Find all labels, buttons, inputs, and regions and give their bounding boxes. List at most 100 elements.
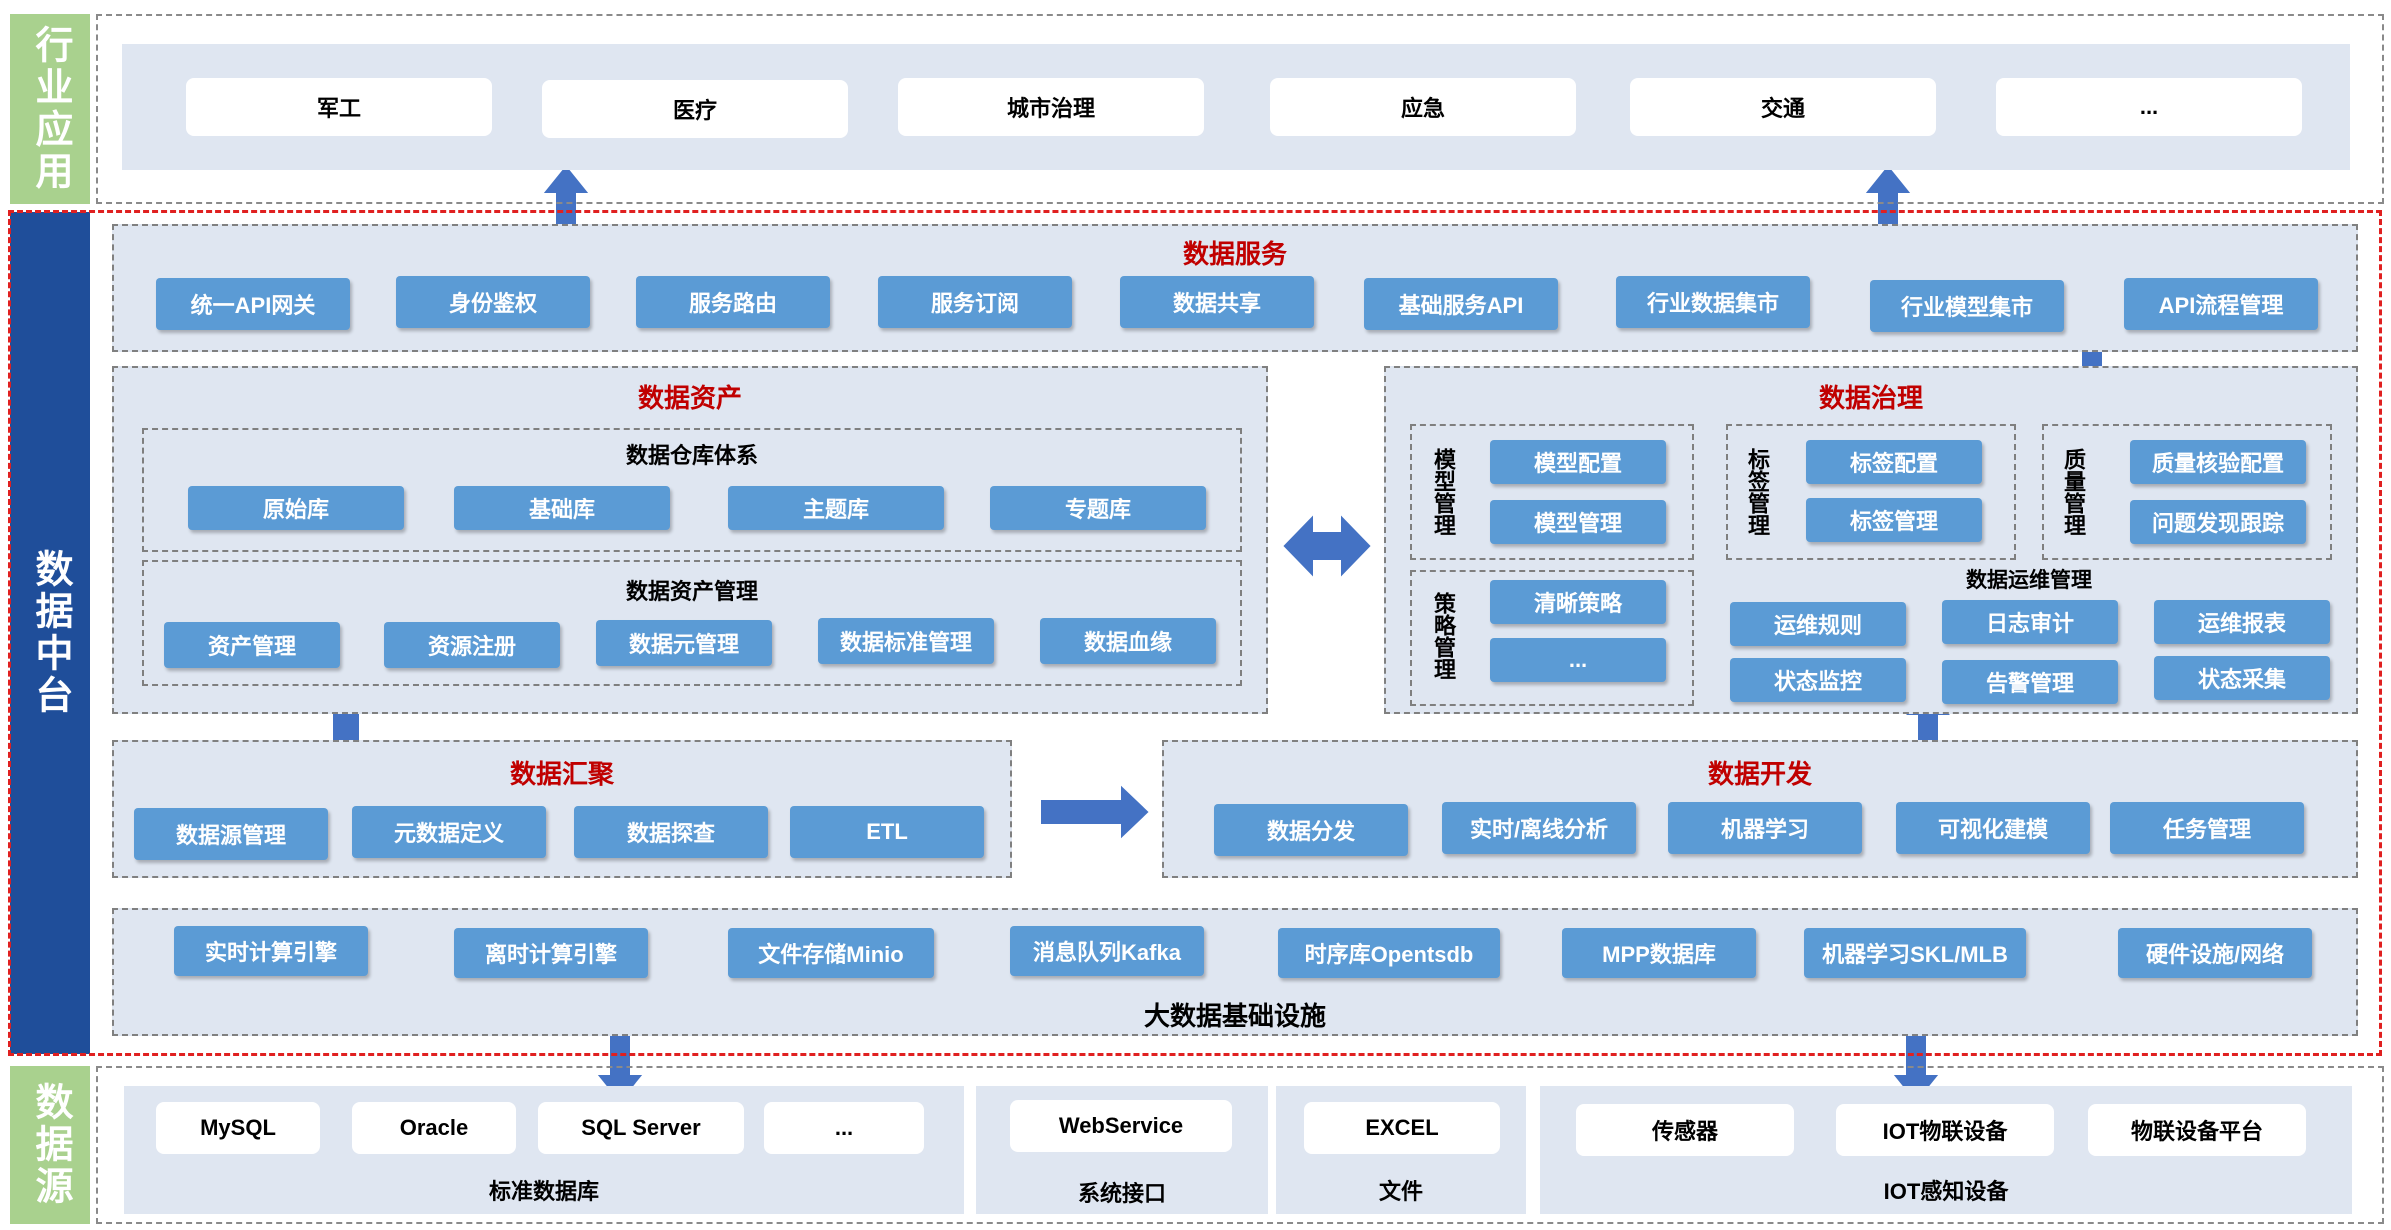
- source-db-item: MySQL: [156, 1102, 320, 1154]
- ops-item: 状态监控: [1730, 658, 1906, 702]
- infra-item: 文件存储Minio: [728, 928, 934, 978]
- aggregation-title: 数据汇聚: [509, 759, 614, 789]
- development-item: 任务管理: [2110, 802, 2304, 854]
- ops-item: 运维报表: [2154, 600, 2330, 644]
- ops-item: 日志审计: [1942, 600, 2118, 644]
- ops-title: 数据运维管理: [1966, 569, 2092, 592]
- source-file-panel: EXCEL 文件: [1276, 1086, 1526, 1214]
- infra-item: 硬件设施/网络: [2118, 928, 2312, 978]
- warehouse-group: 数据仓库体系 原始库 基础库 主题库 专题库: [142, 428, 1242, 552]
- development-item: 机器学习: [1668, 802, 1862, 854]
- development-panel: 数据开发 数据分发 实时/离线分析 机器学习 可视化建模 任务管理: [1162, 740, 2358, 878]
- source-api-panel: WebService 系统接口: [976, 1086, 1268, 1214]
- platform-frame: [8, 210, 2382, 1056]
- sidebar-source: 数据源: [10, 1066, 90, 1224]
- model-item: 模型配置: [1490, 440, 1666, 484]
- source-api-label: 系统接口: [1077, 1181, 1166, 1206]
- aggregation-item: 数据源管理: [134, 808, 328, 860]
- source-db-item: SQL Server: [538, 1102, 744, 1154]
- quality-item: 问题发现跟踪: [2130, 500, 2306, 544]
- source-file-item: EXCEL: [1304, 1102, 1500, 1154]
- warehouse-item: 主题库: [728, 486, 944, 530]
- infra-item: 离时计算引擎: [454, 928, 648, 978]
- service-item: 行业模型集市: [1870, 280, 2064, 332]
- asset-title: 数据资产: [637, 383, 742, 413]
- industry-item: 军工: [186, 78, 492, 136]
- aggregation-panel: 数据汇聚 数据源管理 元数据定义 数据探查 ETL: [112, 740, 1012, 878]
- source-db-item: ...: [764, 1102, 924, 1154]
- infra-item: 时序库Opentsdb: [1278, 928, 1500, 978]
- tag-item: 标签管理: [1806, 498, 1982, 542]
- industry-item: 医疗: [542, 80, 848, 138]
- source-db-item: Oracle: [352, 1102, 516, 1154]
- strategy-group: 策略管理 清晰策略 ...: [1410, 570, 1694, 706]
- model-group: 模型管理 模型配置 模型管理: [1410, 424, 1694, 560]
- industry-panel: 军工 医疗 城市治理 应急 交通 ...: [122, 44, 2350, 170]
- source-iot-panel: 传感器 IOT物联设备 物联设备平台 IOT感知设备: [1540, 1086, 2352, 1214]
- service-item: 统一API网关: [156, 278, 350, 330]
- quality-group: 质量管理 质量核验配置 问题发现跟踪: [2042, 424, 2332, 560]
- industry-frame: [96, 14, 2384, 204]
- service-item: API流程管理: [2124, 278, 2318, 330]
- model-item: 模型管理: [1490, 500, 1666, 544]
- development-item: 可视化建模: [1896, 802, 2090, 854]
- sidebar-platform-label: 数据中台: [29, 549, 71, 717]
- sidebar-industry: 行业应用: [10, 14, 90, 204]
- warehouse-item: 原始库: [188, 486, 404, 530]
- strategy-item: ...: [1490, 638, 1666, 682]
- infra-item: MPP数据库: [1562, 928, 1756, 978]
- source-iot-item: 传感器: [1576, 1104, 1794, 1156]
- quality-label: 质量管理: [2061, 448, 2086, 536]
- source-frame: [96, 1066, 2384, 1224]
- tag-label: 标签管理: [1745, 448, 1770, 536]
- service-item: 数据共享: [1120, 276, 1314, 328]
- ops-item: 运维规则: [1730, 602, 1906, 646]
- service-item: 身份鉴权: [396, 276, 590, 328]
- industry-item: ...: [1996, 78, 2302, 136]
- source-iot-item: IOT物联设备: [1836, 1104, 2054, 1156]
- arrow-asset-governance: [1280, 510, 1374, 582]
- source-db-panel: MySQL Oracle SQL Server ... 标准数据库: [124, 1086, 964, 1214]
- asset-mgmt-item: 资源注册: [384, 622, 560, 668]
- sidebar-industry-label: 行业应用: [29, 25, 71, 193]
- industry-item: 城市治理: [898, 78, 1204, 136]
- quality-item: 质量核验配置: [2130, 440, 2306, 484]
- sidebar-source-label: 数据源: [29, 1082, 71, 1208]
- service-item: 行业数据集市: [1616, 276, 1810, 328]
- warehouse-item: 基础库: [454, 486, 670, 530]
- sidebar-platform: 数据中台: [10, 212, 90, 1054]
- development-title: 数据开发: [1707, 759, 1812, 789]
- infra-title: 大数据基础设施: [1143, 1001, 1326, 1031]
- governance-title: 数据治理: [1818, 383, 1923, 413]
- warehouse-item: 专题库: [990, 486, 1206, 530]
- service-item: 服务路由: [636, 276, 830, 328]
- asset-mgmt-title: 数据资产管理: [625, 579, 758, 604]
- aggregation-item: ETL: [790, 806, 984, 858]
- strategy-label: 策略管理: [1431, 592, 1456, 680]
- ops-item: 状态采集: [2154, 656, 2330, 700]
- aggregation-item: 数据探查: [574, 806, 768, 858]
- strategy-item: 清晰策略: [1490, 580, 1666, 624]
- source-api-item: WebService: [1010, 1100, 1232, 1152]
- model-label: 模型管理: [1431, 448, 1456, 536]
- source-iot-label: IOT感知设备: [1883, 1179, 2009, 1204]
- service-item: 基础服务API: [1364, 278, 1558, 330]
- ops-item: 告警管理: [1942, 660, 2118, 704]
- source-db-label: 标准数据库: [488, 1179, 599, 1204]
- infra-item: 消息队列Kafka: [1010, 926, 1204, 976]
- industry-item: 交通: [1630, 78, 1936, 136]
- asset-mgmt-item: 数据血缘: [1040, 618, 1216, 664]
- asset-mgmt-item: 资产管理: [164, 622, 340, 668]
- asset-mgmt-item: 数据元管理: [596, 620, 772, 666]
- source-file-label: 文件: [1378, 1179, 1423, 1204]
- arrow-aggregation-development: [1039, 781, 1152, 843]
- development-item: 实时/离线分析: [1442, 802, 1636, 854]
- source-iot-item: 物联设备平台: [2088, 1104, 2306, 1156]
- governance-panel: 数据治理 模型管理 模型配置 模型管理 标签管理 标签配置 标签管理 质量管理 …: [1384, 366, 2358, 714]
- industry-item: 应急: [1270, 78, 1576, 136]
- warehouse-title: 数据仓库体系: [625, 443, 758, 468]
- asset-mgmt-group: 数据资产管理 资产管理 资源注册 数据元管理 数据标准管理 数据血缘: [142, 560, 1242, 686]
- aggregation-item: 元数据定义: [352, 806, 546, 858]
- infra-item: 实时计算引擎: [174, 926, 368, 976]
- tag-item: 标签配置: [1806, 440, 1982, 484]
